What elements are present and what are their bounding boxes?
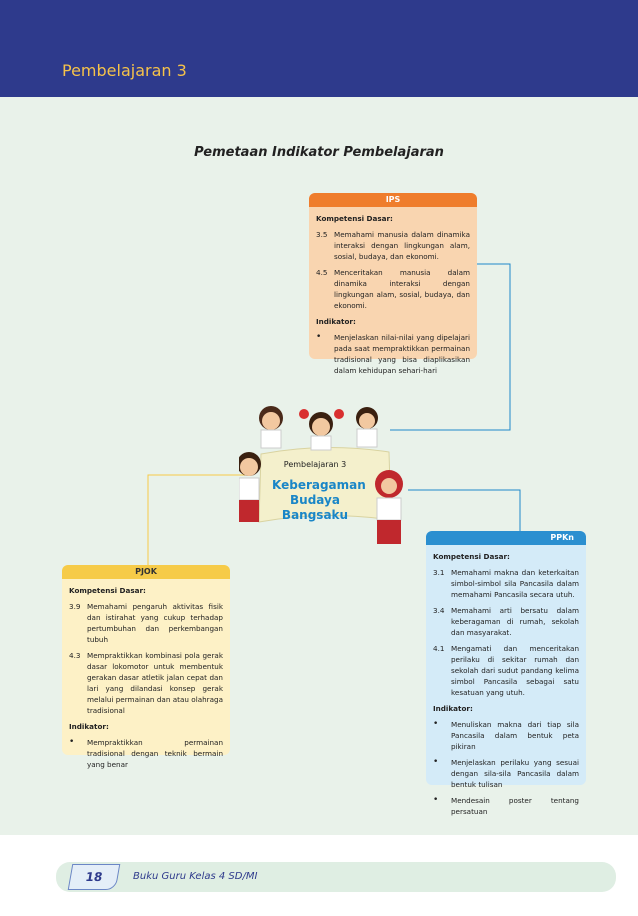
kd-number: 3.9	[69, 602, 81, 611]
pjok-kd-label: Kompetensi Dasar:	[69, 586, 146, 595]
kd-text: Menceritakan manusia dalam dinamika inte…	[334, 268, 470, 310]
kd-number: 4.1	[433, 644, 445, 653]
page-heading: Pemetaan Indikator Pembelajaran	[194, 145, 444, 160]
ips-indicator-label: Indikator:	[316, 317, 356, 326]
ppkn-title: PPKn	[426, 531, 586, 545]
bullet-icon: •	[69, 737, 75, 747]
kd-number: 3.1	[433, 568, 445, 577]
ips-box: IPS Kompetensi Dasar: 3.5 Memahami manus…	[309, 193, 477, 375]
ips-kd-item: 4.5 Menceritakan manusia dalam dinamika …	[316, 267, 470, 311]
ppkn-indicator-label: Indikator:	[433, 704, 473, 713]
ips-kd-item: 3.5 Memahami manusia dalam dinamika inte…	[316, 229, 470, 262]
pjok-box: PJOK Kompetensi Dasar: 3.9 Memahami peng…	[62, 565, 230, 769]
indicator-text: Menuliskan makna dari tiap sila Pancasil…	[451, 720, 579, 751]
children-illustration	[239, 406, 403, 544]
pjok-indicator-label: Indikator:	[69, 722, 109, 731]
theme-line: Budaya	[290, 493, 340, 507]
header-band	[0, 0, 638, 97]
book-title: Buku Guru Kelas 4 SD/MI	[133, 871, 258, 882]
connector-ips	[390, 263, 511, 431]
lesson-title: Pembelajaran 3	[62, 61, 187, 80]
indicator-text: Mempraktikkan permainan tradisional deng…	[87, 738, 223, 769]
kd-text: Memahami pengaruh aktivitas fisik dan is…	[87, 602, 223, 644]
kd-text: Memahami makna dan keterkaitan simbol-si…	[451, 568, 579, 599]
bullet-icon: •	[433, 757, 439, 767]
ips-kd-label: Kompetensi Dasar:	[316, 214, 393, 223]
indicator-text: Menjelaskan nilai-nilai yang dipelajari …	[334, 333, 470, 375]
ppkn-box: PPKn Kompetensi Dasar: 3.1 Memahami makn…	[426, 531, 586, 816]
kd-number: 3.4	[433, 606, 445, 615]
theme-line: Keberagaman	[272, 478, 366, 492]
ppkn-kd-label: Kompetensi Dasar:	[433, 552, 510, 561]
page-number: 18	[67, 864, 121, 890]
pjok-indicator-item: • Mempraktikkan permainan tradisional de…	[69, 737, 223, 770]
pjok-kd-item: 3.9 Memahami pengaruh aktivitas fisik da…	[69, 601, 223, 645]
ppkn-kd-item: 3.4 Memahami arti bersatu dalam keberaga…	[433, 605, 579, 638]
kd-text: Mempraktikkan kombinasi pola gerak dasar…	[87, 651, 223, 715]
indicator-text: Menjelaskan perilaku yang sesuai dengan …	[451, 758, 579, 789]
footer-bar	[56, 862, 616, 892]
kd-number: 4.3	[69, 651, 81, 660]
theme-line: Bangsaku	[281, 508, 349, 522]
ppkn-kd-item: 4.1 Mengamati dan menceritakan perilaku …	[433, 643, 579, 698]
pjok-title: PJOK	[62, 565, 230, 579]
ppkn-indicator-item: • Menuliskan makna dari tiap sila Pancas…	[433, 719, 579, 752]
connector-ppkn	[408, 489, 521, 531]
kd-text: Memahami arti bersatu dalam keberagaman …	[451, 606, 579, 637]
indicator-text: Mendesain poster tentang persatuan	[451, 796, 579, 816]
center-lesson-label: Pembelajaran 3	[283, 460, 347, 469]
kd-text: Mengamati dan menceritakan perilaku di s…	[451, 644, 579, 697]
kd-number: 4.5	[316, 268, 328, 277]
bullet-icon: •	[316, 332, 322, 342]
ppkn-kd-item: 3.1 Memahami makna dan keterkaitan simbo…	[433, 567, 579, 600]
bullet-icon: •	[433, 719, 439, 729]
ips-indicator-item: • Menjelaskan nilai-nilai yang dipelajar…	[316, 332, 470, 376]
ips-title: IPS	[309, 193, 477, 207]
pjok-kd-item: 4.3 Mempraktikkan kombinasi pola gerak d…	[69, 650, 223, 716]
bullet-icon: •	[433, 795, 439, 805]
kd-text: Memahami manusia dalam dinamika interaks…	[334, 230, 470, 261]
kd-number: 3.5	[316, 230, 328, 239]
ppkn-indicator-item: • Mendesain poster tentang persatuan	[433, 795, 579, 817]
connector-pjok	[147, 474, 250, 565]
ppkn-indicator-item: • Menjelaskan perilaku yang sesuai denga…	[433, 757, 579, 790]
center-theme-title: Keberagaman Budaya Bangsaku	[272, 478, 366, 523]
